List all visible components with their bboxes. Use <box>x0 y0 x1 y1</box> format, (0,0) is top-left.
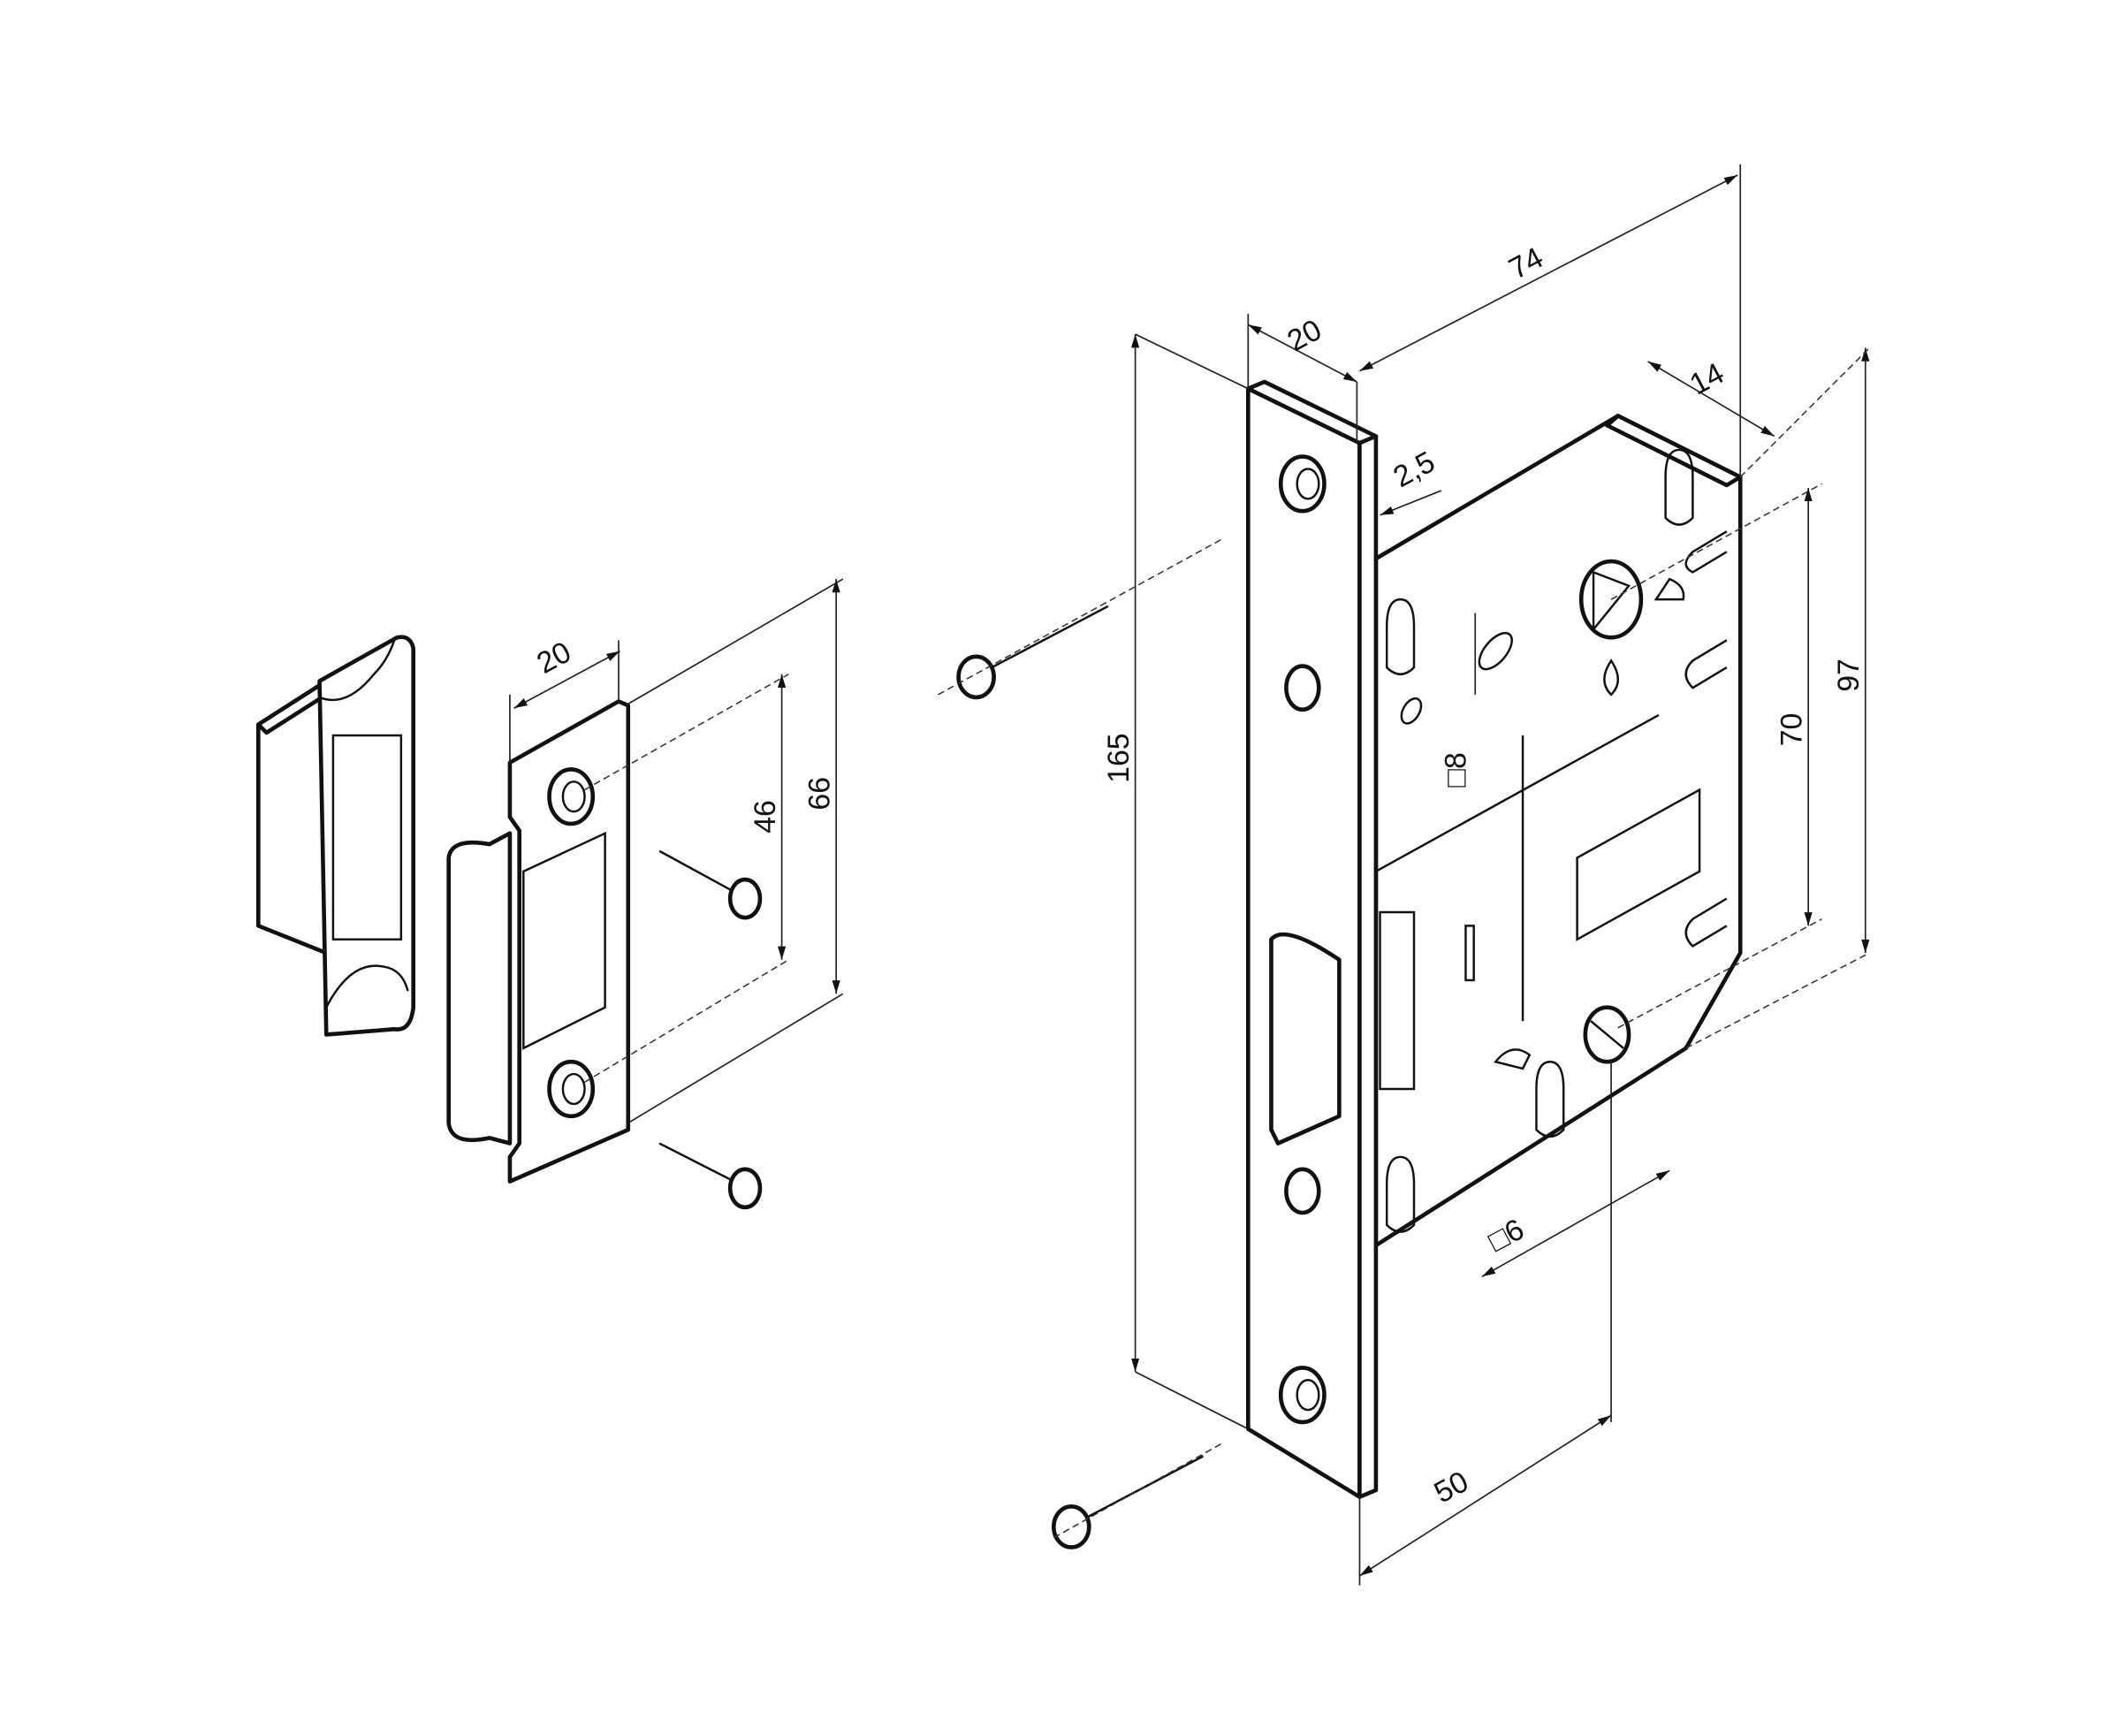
screw-strike-lower <box>658 1142 763 1210</box>
dim-center-distance: 70 <box>1775 713 1808 747</box>
dim-body-depth: 74 <box>1503 240 1548 286</box>
dim-strike-height: 66 <box>802 777 836 811</box>
dim-faceplate-height: 165 <box>1102 733 1136 782</box>
strike-box <box>256 635 416 1037</box>
dim-strike-hole-spacing: 46 <box>749 800 782 834</box>
dim-spindle-square: □8 <box>1439 752 1472 787</box>
dim-faceplate-width: 20 <box>1282 313 1327 358</box>
screw-lock-upper <box>956 605 1109 700</box>
dim-body-height: 97 <box>1832 659 1866 692</box>
dimension-lines <box>509 164 1870 1586</box>
dim-strike-width: 20 <box>531 636 576 681</box>
screw-strike-upper <box>658 849 763 920</box>
dim-backset: 50 <box>1429 1465 1474 1510</box>
lock-body <box>1373 414 1743 1248</box>
dim-lower-square: □6 <box>1483 1213 1529 1259</box>
screw-lock-lower <box>1052 1455 1205 1549</box>
dim-edge-offset: 14 <box>1684 356 1729 401</box>
dim-plate-thickness: 2,5 <box>1388 445 1441 494</box>
strike-plate <box>446 699 631 1184</box>
lock-faceplate <box>1246 379 1379 1499</box>
